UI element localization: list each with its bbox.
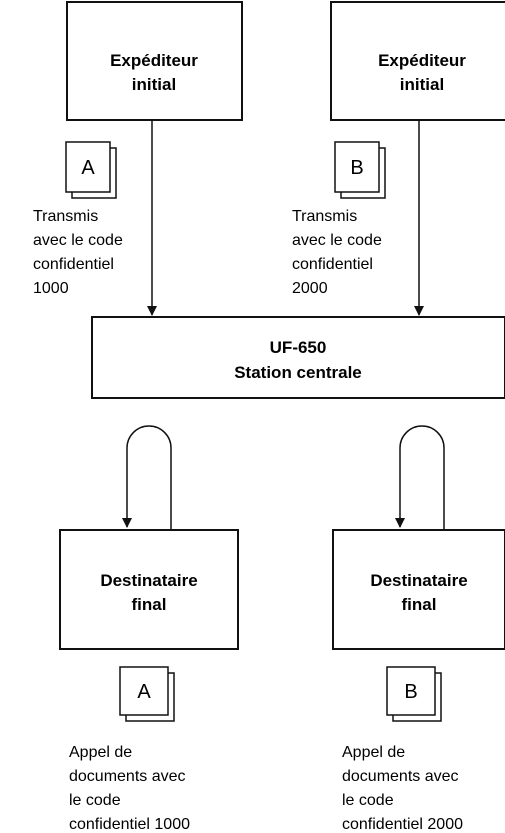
- polled-document-b-letter: B: [404, 681, 417, 703]
- sender-b-box: Expéditeur initial: [330, 1, 505, 121]
- document-a-letter: A: [81, 157, 95, 179]
- poll-a-line2: documents avec: [69, 768, 186, 785]
- recipient-a-box: Destinataire final: [59, 529, 239, 650]
- poll-b-line2: documents avec: [342, 768, 459, 785]
- recipient-a-label-line2: final: [132, 595, 167, 614]
- note-b-line2: avec le code: [292, 232, 382, 249]
- transmit-note-b: Transmis avec le code confidentiel 2000: [292, 208, 382, 297]
- transmit-note-a: Transmis avec le code confidentiel 1000: [33, 208, 123, 297]
- poll-b-line1: Appel de: [342, 744, 405, 761]
- polled-document-b-icon: B: [386, 666, 442, 722]
- document-b-icon: B: [334, 141, 386, 199]
- document-a-icon: A: [65, 141, 117, 199]
- note-b-line1: Transmis: [292, 208, 357, 225]
- note-a-line3: confidentiel: [33, 256, 114, 273]
- poll-b-line4: confidentiel 2000: [342, 816, 463, 833]
- poll-a-line1: Appel de: [69, 744, 132, 761]
- sender-b-label-line1: Expéditeur: [378, 51, 466, 70]
- recipient-b-label-line1: Destinataire: [370, 571, 467, 590]
- loop-arrow-central-to-recipient-a: [122, 425, 172, 530]
- sender-a-label-line2: initial: [132, 75, 176, 94]
- note-b-line3: confidentiel: [292, 256, 373, 273]
- note-a-line2: avec le code: [33, 232, 123, 249]
- recipient-a-label-line1: Destinataire: [100, 571, 197, 590]
- loop-arrow-central-to-recipient-b: [395, 425, 445, 530]
- central-station-box: UF-650 Station centrale: [91, 316, 505, 399]
- sender-b-label-line2: initial: [400, 75, 444, 94]
- polled-document-a-icon: A: [119, 666, 175, 722]
- note-a-line4: 1000: [33, 280, 69, 297]
- poll-a-line4: confidentiel 1000: [69, 816, 190, 833]
- sender-a-box: Expéditeur initial: [66, 1, 243, 121]
- recipient-b-box: Destinataire final: [332, 529, 505, 650]
- poll-note-b: Appel de documents avec le code confiden…: [342, 744, 463, 833]
- recipient-b-label-line2: final: [402, 595, 437, 614]
- document-b-letter: B: [350, 157, 363, 179]
- note-b-line4: 2000: [292, 280, 328, 297]
- poll-note-a: Appel de documents avec le code confiden…: [69, 744, 190, 833]
- central-station-label-line2: Station centrale: [234, 363, 362, 382]
- poll-a-line3: le code: [69, 792, 121, 809]
- note-a-line1: Transmis: [33, 208, 98, 225]
- central-station-label-line1: UF-650: [270, 338, 327, 357]
- polled-document-a-letter: A: [137, 681, 151, 703]
- sender-a-label-line1: Expéditeur: [110, 51, 198, 70]
- poll-b-line3: le code: [342, 792, 394, 809]
